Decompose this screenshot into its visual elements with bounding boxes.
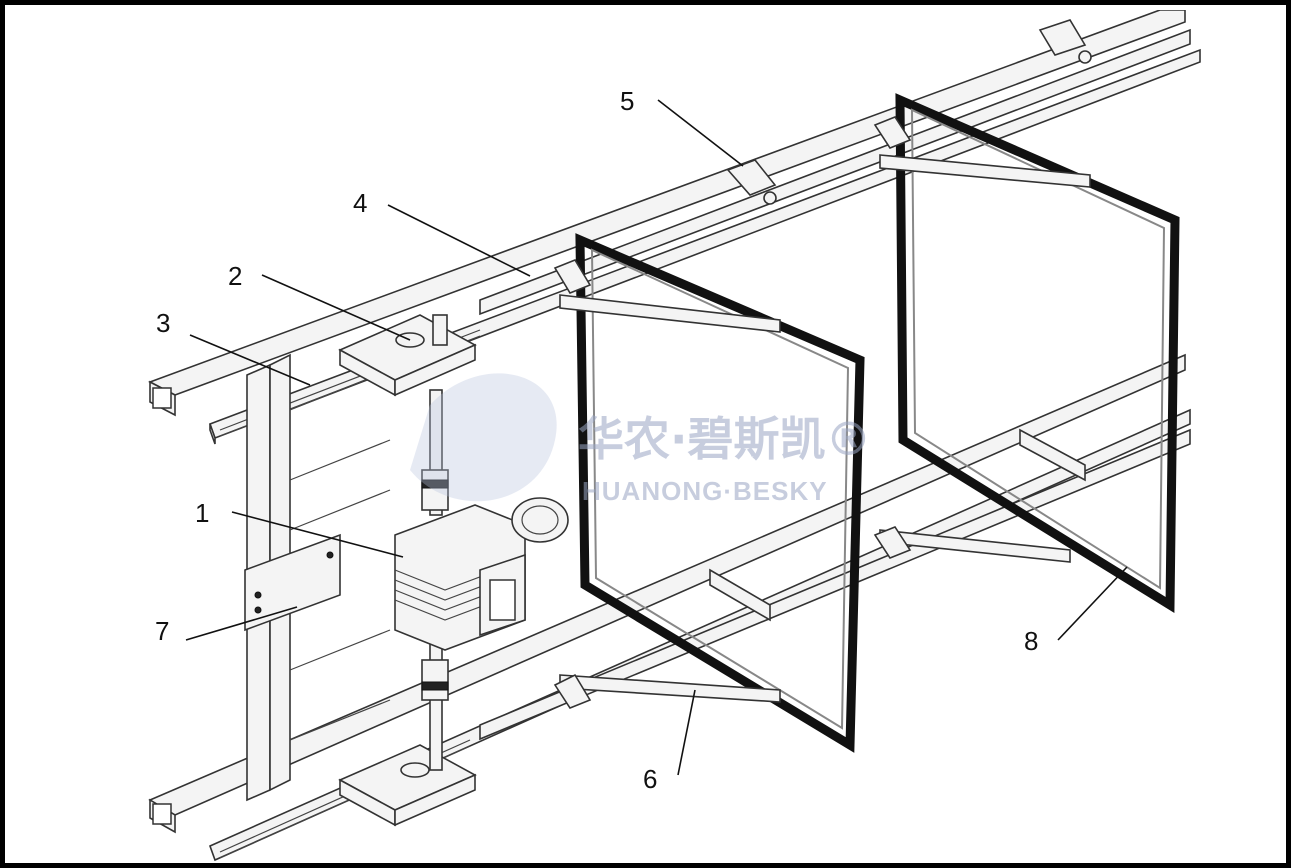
watermark: 华农·碧斯凯® HUANONG·BESKY — [410, 373, 871, 506]
motor — [394, 497, 569, 651]
label-3: 3 — [156, 308, 170, 338]
label-4: 4 — [353, 188, 367, 218]
watermark-chinese: 华农·碧斯凯® — [578, 412, 871, 466]
drive-shaft — [421, 389, 449, 771]
label-7: 7 — [155, 616, 169, 646]
mechanism-drawing: 华农·碧斯凯® HUANONG·BESKY 1 2 3 4 5 6 7 8 — [148, 10, 1201, 862]
label-6: 6 — [643, 764, 657, 794]
label-1: 1 — [195, 498, 209, 528]
leader-lines — [185, 99, 1128, 776]
callout-labels: 1 2 3 4 5 6 7 8 — [155, 86, 1038, 794]
label-8: 8 — [1024, 626, 1038, 656]
watermark-english: HUANONG·BESKY — [582, 476, 828, 506]
upper-rail — [148, 10, 1201, 445]
top-gearbox — [338, 314, 477, 397]
label-2: 2 — [228, 261, 242, 291]
label-5: 5 — [620, 86, 634, 116]
support-blocks — [553, 19, 1092, 709]
vertical-frame — [244, 353, 391, 802]
window-frame-right — [879, 93, 1180, 614]
bottom-gearbox — [338, 744, 477, 827]
